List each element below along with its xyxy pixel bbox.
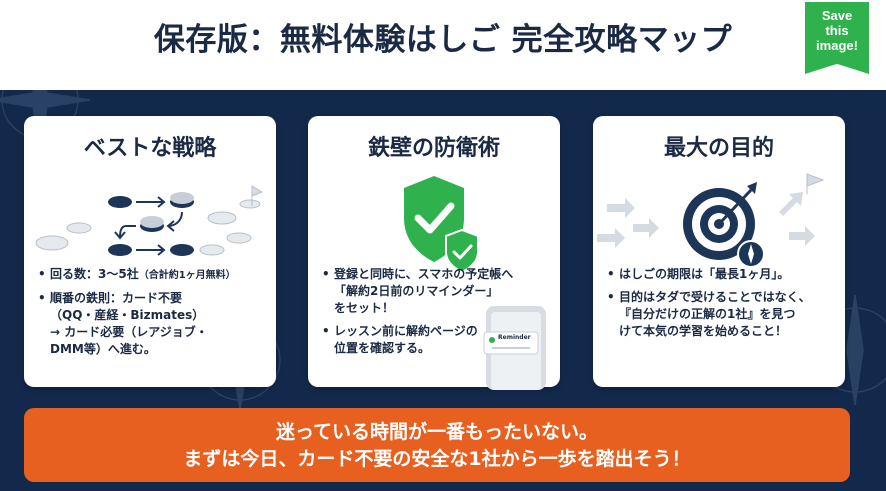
bullet-item: 回る数：3〜5社（合計約1ヶ月無料）	[38, 266, 268, 284]
banner-line-1: 迷っている時間が一番もったいない。	[275, 421, 599, 443]
save-badge-line-3: image!	[816, 38, 858, 53]
card-bullets: 登録と同時に、スマホの予定帳へ 「解約2日前のリマインダー」 をセット！ レッス…	[322, 266, 552, 363]
card-main-goal: 最大の目的 はしごの期限は「最長1ヶ月」。 目的はタダで受けることではなく、 『…	[593, 116, 845, 387]
bullet-line: 登録と同時に、スマホの予定帳へ	[334, 267, 514, 281]
card-defense: 鉄壁の防衛術 Reminder 登録と同時に、スマホの予定帳へ 「解約2日前のリ…	[308, 116, 560, 390]
save-image-badge: Save this image!	[805, 2, 869, 74]
bullet-line: はしごの期限は「最長1ヶ月」。	[619, 267, 790, 281]
bullet-line: レッスン前に解約ページの	[334, 324, 478, 338]
card-title: ベストな戦略	[83, 136, 217, 161]
bullet-text: 回る数：3〜5社	[50, 267, 139, 281]
bullet-line: けて本気の学習を始めること！	[619, 324, 788, 338]
card-title: 最大の目的	[663, 136, 774, 161]
shield-check-icon	[404, 176, 479, 274]
bullet-note: （合計約1ヶ月無料）	[138, 270, 236, 281]
card-best-strategy: ベストな戦略 回る数：3〜5社（	[24, 116, 276, 387]
bullet-line: 「解約2日前のリマインダー」	[334, 284, 499, 298]
bullet-line: （QQ・産経・Bizmates）	[50, 308, 205, 322]
bullet-item: 順番の鉄則：カード不要 （QQ・産経・Bizmates） → カード必要（レアジ…	[38, 290, 268, 358]
bullet-line: 『自分だけの正解の1社』を見つ	[619, 307, 796, 321]
card-bullets: 回る数：3〜5社（合計約1ヶ月無料） 順番の鉄則：カード不要 （QQ・産経・Bi…	[38, 266, 268, 364]
bullet-line: 位置を確認する。	[334, 341, 431, 355]
bullet-item: はしごの期限は「最長1ヶ月」。	[607, 266, 837, 283]
bullet-line: 目的はタダで受けることではなく、	[619, 290, 811, 304]
card-bullets: はしごの期限は「最長1ヶ月」。 目的はタダで受けることではなく、 『自分だけの正…	[607, 266, 837, 346]
call-to-action-banner: 迷っている時間が一番もったいない。 まずは今日、カード不要の安全な1社から一歩を…	[24, 408, 850, 482]
bullet-text: 順番の鉄則：カード不要	[50, 291, 183, 305]
bullet-line: DMM等）へ進む。	[50, 342, 156, 356]
bullet-item: 目的はタダで受けることではなく、 『自分だけの正解の1社』を見つ けて本気の学習…	[607, 289, 837, 340]
banner-line-2: まずは今日、カード不要の安全な1社から一歩を踏出そう！	[183, 448, 691, 470]
save-badge-line-1: Save	[821, 8, 853, 23]
card-title: 鉄壁の防衛術	[367, 136, 500, 161]
save-badge-line-2: this	[825, 23, 849, 38]
header: 保存版：無料体験はしご 完全攻略マップ Save this image!	[0, 0, 886, 90]
bullet-line: をセット！	[334, 301, 395, 315]
target-icon	[597, 173, 825, 268]
bullet-item: レッスン前に解約ページの 位置を確認する。	[322, 323, 552, 357]
stepping-stones-icon	[35, 185, 264, 256]
bullet-line: → カード必要（レアジョブ・	[50, 325, 208, 339]
page-title: 保存版：無料体験はしご 完全攻略マップ	[153, 22, 733, 58]
bullet-item: 登録と同時に、スマホの予定帳へ 「解約2日前のリマインダー」 をセット！	[322, 266, 552, 317]
